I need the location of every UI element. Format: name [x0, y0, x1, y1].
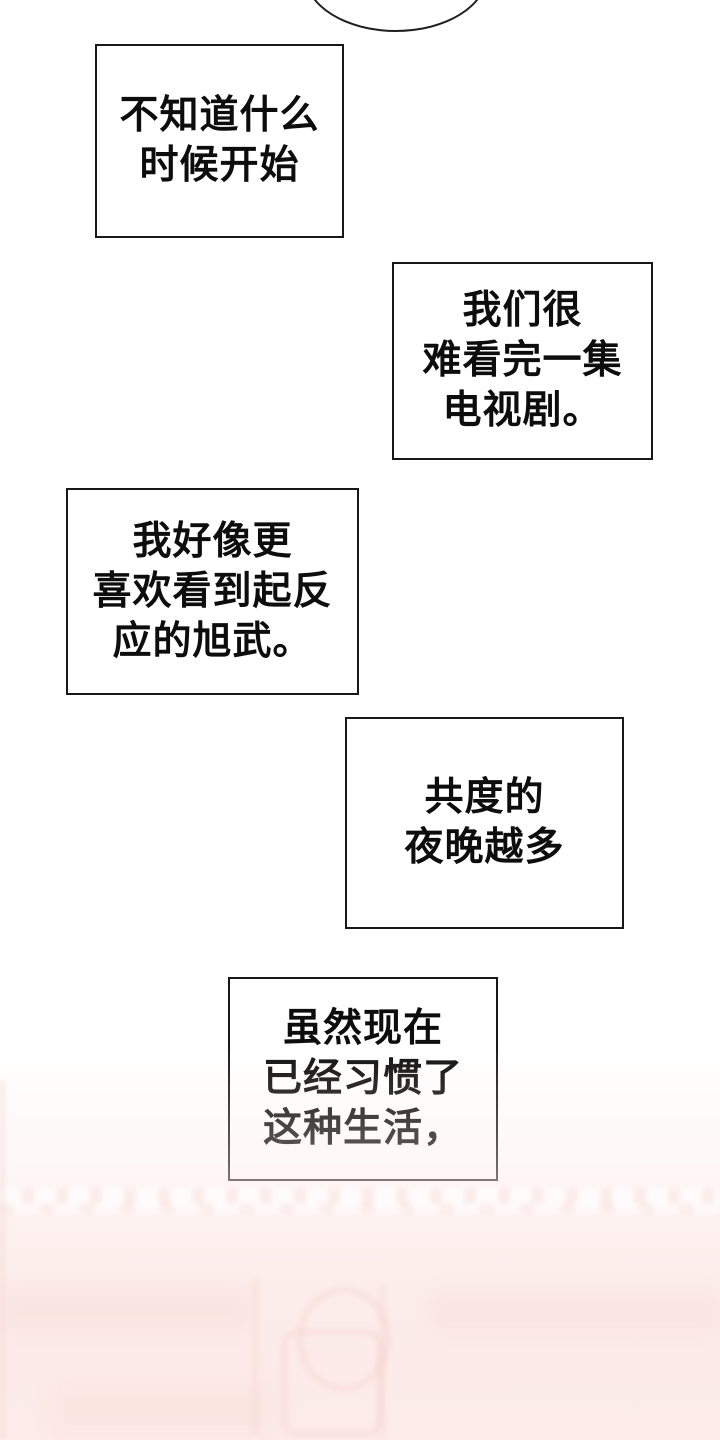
narration-line: 虽然现在	[282, 1007, 443, 1050]
narration-line: 难看完一集	[422, 339, 623, 382]
faded-artwork-shape	[282, 1330, 382, 1436]
narration-line: 不知道什么	[119, 94, 320, 137]
narration-line: 我们很	[462, 289, 583, 332]
narration-line: 时候开始	[139, 144, 300, 187]
narration-line: 喜欢看到起反	[92, 569, 333, 613]
narration-line: 这种生活，	[262, 1107, 463, 1150]
narration-line: 电视剧。	[442, 389, 603, 432]
narration-line: 夜晚越多	[404, 826, 565, 869]
faded-artwork-shape	[298, 1288, 390, 1390]
narration-box-5: 虽然现在 已经习惯了 这种生活，	[228, 977, 498, 1181]
faded-artwork-band	[430, 1292, 720, 1332]
faded-artwork-band	[50, 1385, 280, 1435]
speech-bubble-arc	[304, 0, 488, 32]
lace-border-texture-row2	[0, 1202, 720, 1214]
faded-artwork-stroke	[380, 1284, 384, 1436]
narration-box-4: 共度的 夜晚越多	[345, 717, 624, 929]
lace-border-texture	[0, 1188, 720, 1206]
narration-line: 共度的	[424, 776, 545, 819]
faded-artwork-band	[0, 1288, 250, 1332]
narration-line: 应的旭武。	[112, 619, 313, 663]
narration-box-2: 我们很 难看完一集 电视剧。	[392, 262, 653, 460]
narration-line: 我好像更	[132, 519, 293, 563]
faded-artwork-edge	[0, 1080, 5, 1440]
faded-artwork-stroke	[253, 1280, 257, 1435]
narration-box-3: 我好像更 喜欢看到起反 应的旭武。	[66, 488, 359, 695]
narration-box-1: 不知道什么 时候开始	[95, 44, 344, 238]
narration-line: 已经习惯了	[262, 1057, 463, 1100]
